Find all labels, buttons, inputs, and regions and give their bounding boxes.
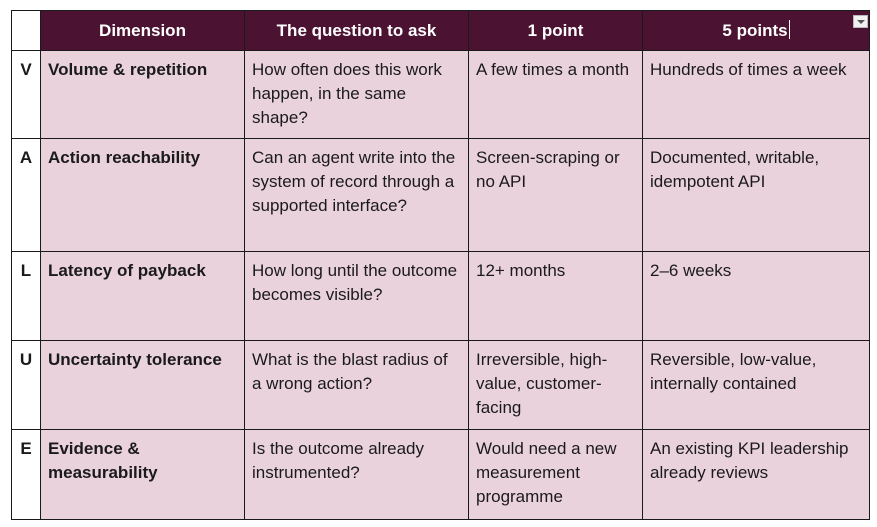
question-cell[interactable]: What is the blast radius of a wrong acti… <box>244 340 469 430</box>
one-point-cell[interactable]: 12+ months <box>468 251 643 341</box>
table-row: A Action reachability Can an agent write… <box>11 138 870 252</box>
dimension-cell[interactable]: Evidence & measurability <box>40 429 245 520</box>
one-point-cell[interactable]: Screen-scraping or no API <box>468 138 643 252</box>
five-points-cell[interactable]: 2–6 weeks <box>642 251 870 341</box>
text-cursor <box>788 19 790 39</box>
scoring-table: Dimension The question to ask 1 point 5 … <box>11 10 870 520</box>
five-points-cell[interactable]: Documented, writable, idempotent API <box>642 138 870 252</box>
question-cell[interactable]: How long until the outcome becomes visib… <box>244 251 469 341</box>
five-points-cell[interactable]: Reversible, low-value, internally contai… <box>642 340 870 430</box>
dimension-cell[interactable]: Volume & repetition <box>40 50 245 139</box>
table-row: E Evidence & measurability Is the outcom… <box>11 429 870 520</box>
row-letter[interactable]: L <box>11 251 41 341</box>
header-five-points: 5 points <box>722 20 788 40</box>
one-point-cell[interactable]: A few times a month <box>468 50 643 139</box>
table-header-row: Dimension The question to ask 1 point 5 … <box>11 10 870 51</box>
header-five-points-cell[interactable]: 5 points <box>642 10 870 51</box>
dimension-cell[interactable]: Latency of payback <box>40 251 245 341</box>
row-letter[interactable]: E <box>11 429 41 520</box>
table-row: L Latency of payback How long until the … <box>11 251 870 341</box>
row-letter[interactable]: V <box>11 50 41 139</box>
header-question[interactable]: The question to ask <box>244 10 469 51</box>
table-row: V Volume & repetition How often does thi… <box>11 50 870 139</box>
header-corner-cell[interactable] <box>11 10 41 51</box>
row-letter[interactable]: U <box>11 340 41 430</box>
five-points-cell[interactable]: Hundreds of times a week <box>642 50 870 139</box>
five-points-cell[interactable]: An existing KPI leadership already revie… <box>642 429 870 520</box>
header-one-point[interactable]: 1 point <box>468 10 643 51</box>
question-cell[interactable]: Can an agent write into the system of re… <box>244 138 469 252</box>
question-cell[interactable]: Is the outcome already instrumented? <box>244 429 469 520</box>
dropdown-arrow-icon[interactable] <box>853 15 868 28</box>
one-point-cell[interactable]: Irreversible, high-value, customer-facin… <box>468 340 643 430</box>
table-row: U Uncertainty tolerance What is the blas… <box>11 340 870 430</box>
dimension-cell[interactable]: Action reachability <box>40 138 245 252</box>
dimension-cell[interactable]: Uncertainty tolerance <box>40 340 245 430</box>
one-point-cell[interactable]: Would need a new measurement programme <box>468 429 643 520</box>
question-cell[interactable]: How often does this work happen, in the … <box>244 50 469 139</box>
row-letter[interactable]: A <box>11 138 41 252</box>
header-dimension[interactable]: Dimension <box>40 10 245 51</box>
